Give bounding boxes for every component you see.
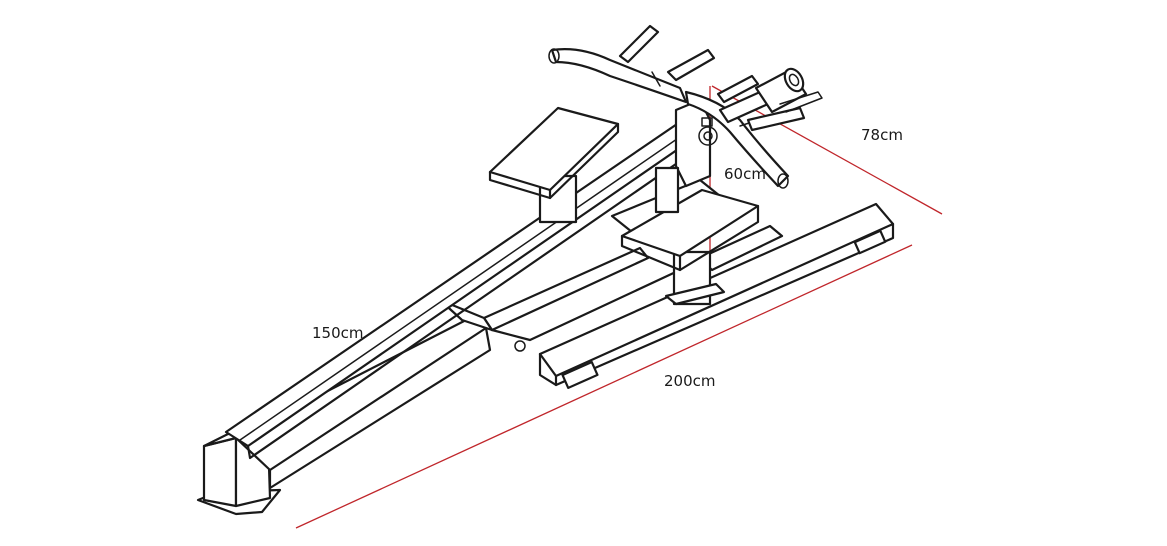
dimension-label-150cm: 150cm <box>312 324 364 342</box>
main-base-beam <box>234 298 494 490</box>
front-foot-platform <box>620 188 760 306</box>
dimension-labels: 150cm 200cm 60cm 78cm <box>312 126 903 390</box>
handle-bars <box>548 24 823 189</box>
weight-sleeve <box>754 67 823 114</box>
rear-foot-platform <box>488 106 620 224</box>
dimension-label-60cm: 60cm <box>724 165 766 183</box>
lever-arm <box>224 120 704 460</box>
dimension-line-200cm <box>295 244 913 529</box>
dimension-label-78cm: 78cm <box>861 126 903 144</box>
pivot-post <box>654 98 718 214</box>
dimension-label-200cm: 200cm <box>664 372 716 390</box>
